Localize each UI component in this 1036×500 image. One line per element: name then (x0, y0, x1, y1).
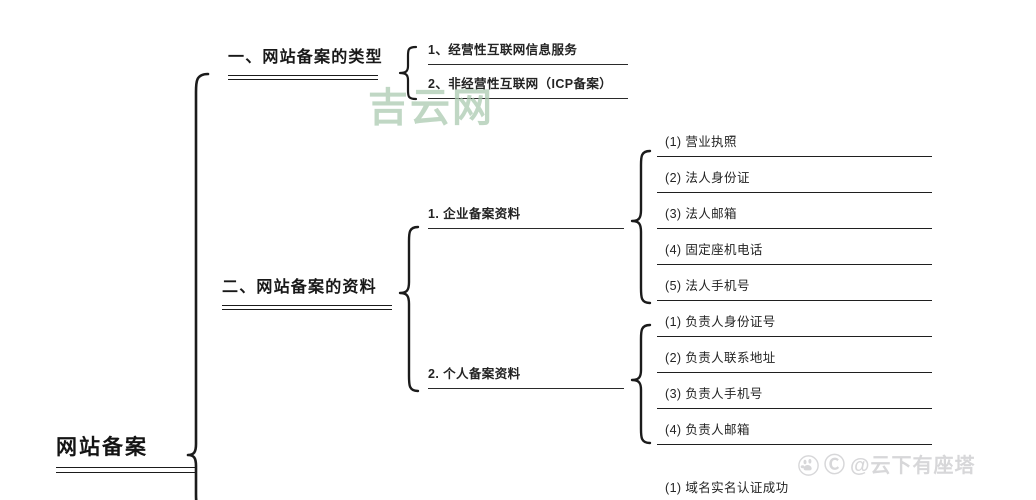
section-1-child-2-label: 2、非经营性互联网（ICP备案） (428, 77, 613, 91)
leaf-item-label: (2) 法人身份证 (665, 171, 750, 185)
section-2-child-2-rule (428, 387, 624, 389)
leaf-item-label: (1) 域名实名认证成功 (665, 481, 789, 495)
leaf-item-label: (4) 负责人邮箱 (665, 423, 750, 437)
leaf-item-label: (1) 营业执照 (665, 135, 737, 149)
leaf-item-rule (657, 443, 932, 445)
section-node-1-label: 一、网站备案的类型 (228, 49, 383, 66)
section-2-child-1[interactable]: 1. 企业备案资料 (428, 208, 624, 229)
leaf-item-clipped[interactable]: (1) 域名实名认证成功 (657, 482, 932, 500)
leaf-item-rule (657, 299, 932, 301)
section-2-child-1-rule (428, 227, 624, 229)
leaf-item[interactable]: (4) 负责人邮箱 (657, 424, 932, 445)
section-1-child-2-rule (428, 97, 628, 99)
leaf-item[interactable]: (2) 法人身份证 (657, 172, 932, 193)
watermark-baidu: Ⓒ @云下有座塔 (798, 455, 976, 476)
root-node-rule (56, 467, 196, 473)
section-node-1-rule (228, 75, 378, 80)
leaf-item[interactable]: (4) 固定座机电话 (657, 244, 932, 265)
leaf-item-label: (1) 负责人身份证号 (665, 315, 776, 329)
leaf-item-rule (657, 371, 932, 373)
leaf-item[interactable]: (1) 营业执照 (657, 136, 932, 157)
section-1-child-2[interactable]: 2、非经营性互联网（ICP备案） (428, 78, 628, 99)
watermark-baidu-handle: @云下有座塔 (850, 454, 976, 477)
section-1-child-1-label: 1、经营性互联网信息服务 (428, 43, 578, 57)
section-node-2[interactable]: 二、网站备案的资料 (222, 280, 392, 310)
watermark-center: 吉云网 (368, 88, 494, 128)
leaf-item-label: (2) 负责人联系地址 (665, 351, 776, 365)
section-node-2-rule (222, 305, 392, 310)
section-1-child-1[interactable]: 1、经营性互联网信息服务 (428, 44, 628, 65)
section-2-child-2[interactable]: 2. 个人备案资料 (428, 368, 624, 389)
section-2-brace (398, 225, 420, 393)
leaf-item-rule (657, 191, 932, 193)
leaf-item-rule (657, 263, 932, 265)
root-brace (186, 72, 210, 500)
personal-leaves-brace (630, 323, 652, 445)
leaf-item[interactable]: (3) 法人邮箱 (657, 208, 932, 229)
leaf-item-rule (657, 227, 932, 229)
watermark-center-text: 吉云网 (368, 86, 494, 130)
at-sign-icon: Ⓒ (824, 454, 845, 477)
leaf-item[interactable]: (2) 负责人联系地址 (657, 352, 932, 373)
leaf-item-label: (5) 法人手机号 (665, 279, 750, 293)
leaf-item-label: (3) 负责人手机号 (665, 387, 763, 401)
leaf-item-rule (657, 335, 932, 337)
baidu-paw-icon (798, 455, 819, 476)
section-node-1[interactable]: 一、网站备案的类型 (228, 49, 383, 80)
leaf-item[interactable]: (5) 法人手机号 (657, 280, 932, 301)
section-2-child-2-label: 2. 个人备案资料 (428, 367, 521, 381)
section-1-child-1-rule (428, 63, 628, 65)
section-1-brace (398, 45, 418, 101)
section-2-child-1-label: 1. 企业备案资料 (428, 207, 521, 221)
leaf-item[interactable]: (1) 负责人身份证号 (657, 316, 932, 337)
root-node-label: 网站备案 (56, 436, 148, 459)
leaf-item[interactable]: (3) 负责人手机号 (657, 388, 932, 409)
root-node[interactable]: 网站备案 (56, 437, 196, 473)
section-node-2-label: 二、网站备案的资料 (222, 279, 377, 296)
leaf-item-label: (3) 法人邮箱 (665, 207, 737, 221)
enterprise-leaves-brace (630, 149, 652, 305)
leaf-item-rule (657, 155, 932, 157)
leaf-item-rule (657, 407, 932, 409)
leaf-item-label: (4) 固定座机电话 (665, 243, 763, 257)
